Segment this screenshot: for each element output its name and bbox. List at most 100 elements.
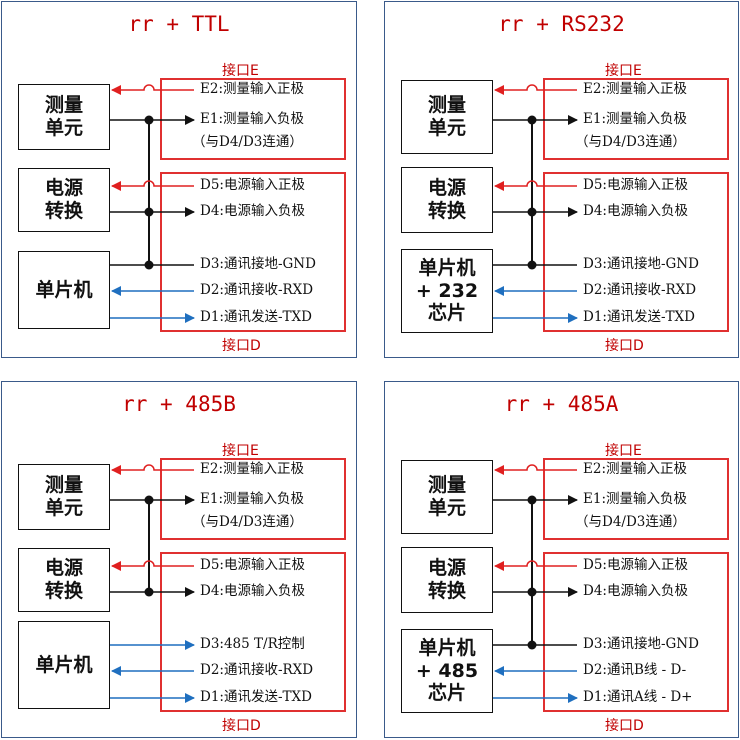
pin-label: E1:测量输入负极	[583, 111, 687, 127]
block-line: 转换	[427, 200, 466, 222]
positive-wire-arrow	[111, 84, 194, 95]
junction-dot	[144, 495, 154, 505]
interface-d-box	[543, 552, 729, 712]
interface-e-box	[160, 458, 346, 540]
panel-title: rr + 485A	[504, 392, 619, 416]
power-conversion-block: 电源转换	[18, 548, 110, 612]
block-line: 测量	[44, 474, 83, 497]
pin-label: E1:测量输入负极	[583, 491, 687, 507]
interface-e-box	[543, 458, 729, 540]
pin-label: E1:测量输入负极	[200, 111, 304, 127]
pin-label: D5:电源输入正极	[583, 177, 688, 193]
block-line: 转换	[427, 580, 466, 602]
interface-d-label: 接口D	[222, 338, 261, 354]
pin-label: D1:通讯A线 - D+	[583, 689, 693, 705]
interface-e-label: 接口E	[605, 443, 642, 459]
pin-label: D5:电源输入正极	[583, 557, 688, 573]
junction-dot	[527, 260, 537, 270]
measurement-unit-block: 测量单元	[401, 460, 493, 534]
pin-label: D4:电源输入负极	[583, 583, 688, 599]
panel-title: rr + RS232	[498, 12, 625, 36]
block-line: + 232	[415, 279, 479, 302]
interface-d-label: 接口D	[605, 338, 644, 354]
pin-label: D2:通讯接收-RXD	[583, 282, 697, 298]
block-line: 转换	[44, 580, 83, 602]
junction-dot	[144, 260, 154, 270]
junction-dot	[144, 587, 154, 597]
positive-wire-arrow	[494, 560, 577, 571]
pin-label: E1:测量输入负极	[200, 491, 304, 507]
interface-e-box	[160, 78, 346, 160]
pin-label: D3:通讯接地-GND	[583, 636, 699, 652]
block-line: 单元	[44, 497, 83, 519]
block-line: 测量	[44, 94, 83, 117]
interface-d-box	[160, 552, 346, 712]
positive-wire-arrow	[494, 180, 577, 191]
pin-label: D1:通讯发送-TXD	[583, 309, 695, 325]
junction-dot	[144, 115, 154, 125]
mcu-block: 单片机	[18, 621, 110, 709]
junction-dot	[527, 640, 537, 650]
interface-e-label: 接口E	[222, 63, 259, 79]
wiring	[110, 84, 195, 323]
pin-label: E2:测量输入正极	[583, 81, 687, 97]
junction-dot	[527, 587, 537, 597]
block-line: 转换	[44, 200, 83, 222]
positive-wire-arrow	[111, 464, 194, 475]
junction-dot	[527, 495, 537, 505]
pin-label: D3:通讯接地-GND	[200, 256, 316, 272]
pin-label: D2:通讯B线 - D-	[583, 662, 687, 678]
positive-wire-arrow	[111, 560, 194, 571]
block-line: 电源	[44, 177, 83, 200]
pin-label: D4:电源输入负极	[583, 203, 688, 219]
interface-d-label: 接口D	[605, 718, 644, 734]
block-line: 单片机	[35, 653, 93, 676]
block-line: 单元	[427, 497, 466, 519]
block-line: 电源	[44, 557, 83, 580]
pin-sublabel: （与D4/D3连通）	[575, 514, 686, 530]
pin-label: D5:电源输入正极	[200, 177, 305, 193]
pin-sublabel: （与D4/D3连通）	[192, 514, 303, 530]
block-line: 芯片	[427, 682, 466, 705]
interface-d-box	[543, 172, 729, 332]
block-line: 单片机	[418, 256, 476, 279]
pin-sublabel: （与D4/D3连通）	[575, 134, 686, 150]
wiring	[110, 464, 195, 703]
block-line: 测量	[427, 474, 466, 497]
block-line: + 485	[415, 659, 479, 682]
block-line: 电源	[427, 557, 466, 580]
pin-label: D1:通讯发送-TXD	[200, 689, 312, 705]
measurement-unit-block: 测量单元	[18, 464, 110, 530]
block-line: 单元	[44, 117, 83, 139]
measurement-unit-block: 测量单元	[18, 84, 110, 150]
pin-label: D3:通讯接地-GND	[583, 256, 699, 272]
panel-title: rr + 485B	[122, 392, 236, 416]
power-conversion-block: 电源转换	[18, 168, 110, 232]
pin-label: D4:电源输入负极	[200, 583, 305, 599]
measurement-unit-block: 测量单元	[401, 80, 493, 154]
power-conversion-block: 电源转换	[401, 547, 493, 613]
block-line: 单片机	[35, 278, 93, 301]
block-line: 单片机	[418, 636, 476, 659]
pin-label: E2:测量输入正极	[583, 461, 687, 477]
block-line: 电源	[427, 177, 466, 200]
interface-e-label: 接口E	[222, 443, 259, 459]
block-line: 单元	[427, 117, 466, 139]
pin-label: D3:485 T/R控制	[200, 636, 305, 652]
interface-e-label: 接口E	[605, 63, 642, 79]
interface-d-box	[160, 172, 346, 332]
pin-label: E2:测量输入正极	[200, 81, 304, 97]
pin-label: E2:测量输入正极	[200, 461, 304, 477]
pin-label: D2:通讯接收-RXD	[200, 662, 314, 678]
pin-label: D2:通讯接收-RXD	[200, 282, 314, 298]
pin-sublabel: （与D4/D3连通）	[192, 134, 303, 150]
pin-label: D1:通讯发送-TXD	[200, 309, 312, 325]
junction-dot	[144, 207, 154, 217]
junction-dot	[527, 207, 537, 217]
